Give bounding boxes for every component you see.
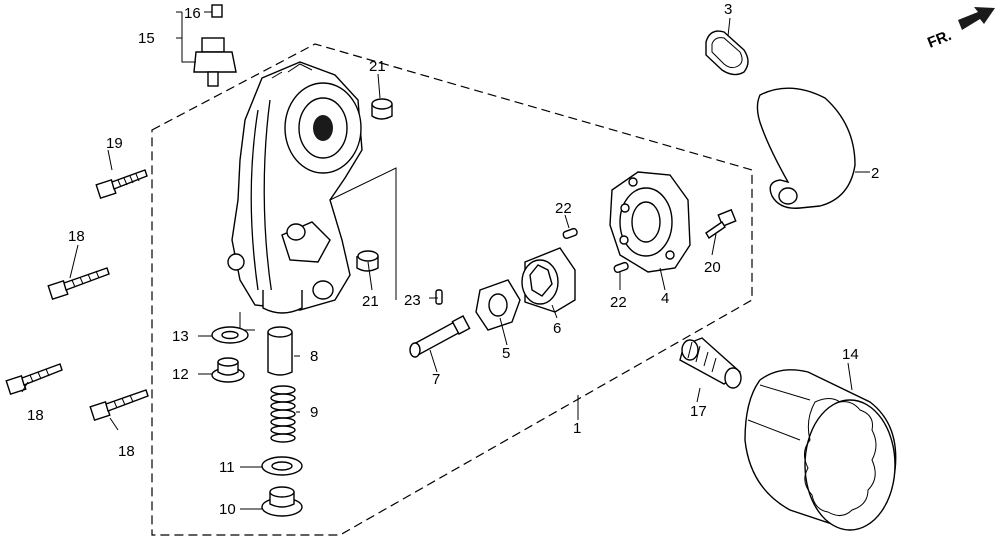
o-ring-3 [705,30,749,76]
plug-10 [261,486,303,517]
callout-18-lower: 18 [118,443,135,460]
callout-21-upper: 21 [369,58,386,75]
pin-22-upper [562,227,578,240]
callout-19: 19 [106,135,123,152]
callout-21-lower: 21 [362,293,379,310]
spring-9 [270,385,296,443]
callout-10: 10 [219,501,236,518]
bolt-18-left [5,363,63,396]
callout-labels: 1 2 3 4 5 6 7 8 9 10 11 12 13 14 15 16 1… [27,1,879,518]
bolt-18-lower [89,389,149,422]
callout-9: 9 [310,404,318,421]
oil-pump-body [227,61,363,314]
leader-lines [21,17,870,510]
callout-18-left: 18 [27,407,44,424]
callout-23: 23 [404,292,421,309]
collar-21-upper [371,98,393,120]
callout-18-upper: 18 [68,228,85,245]
nipple-17 [679,337,742,389]
callout-20: 20 [704,259,721,276]
callout-14: 14 [842,346,859,363]
assembly-boundary [151,43,753,536]
washer-13 [211,326,249,344]
callout-13: 13 [172,328,189,345]
front-direction-label: FR. [925,27,954,52]
oil-pressure-switch [176,4,237,87]
callout-17: 17 [690,403,707,420]
callout-2: 2 [871,165,879,182]
outer-rotor-6 [521,247,576,313]
oil-filter-14 [744,369,897,531]
callout-22-upper: 22 [555,200,572,217]
collar-21-lower [356,250,379,272]
callout-1: 1 [573,420,581,437]
pin-22-lower [613,261,629,274]
inner-rotor-5 [475,279,521,331]
pump-shaft-7 [409,315,471,358]
callout-22-lower: 22 [610,294,627,311]
gasket-2 [756,87,856,209]
bolt-18-upper [47,267,110,301]
callout-16: 16 [184,5,201,22]
callout-4: 4 [661,290,669,307]
callout-15: 15 [138,30,155,47]
front-arrow-icon [958,7,995,30]
pin-23 [435,289,443,305]
bolt-20 [705,208,737,239]
callout-7: 7 [432,371,440,388]
callout-11: 11 [219,459,235,476]
callout-3: 3 [724,1,732,18]
pump-cover-4 [609,171,691,273]
bolt-19 [95,169,148,200]
piston-8 [267,326,293,376]
callout-8: 8 [310,348,318,365]
plug-12 [211,357,245,383]
callout-5: 5 [502,345,510,362]
callout-6: 6 [553,320,561,337]
front-direction-arrow: FR. [925,7,995,52]
washer-11 [261,456,303,476]
callout-12: 12 [172,366,189,383]
